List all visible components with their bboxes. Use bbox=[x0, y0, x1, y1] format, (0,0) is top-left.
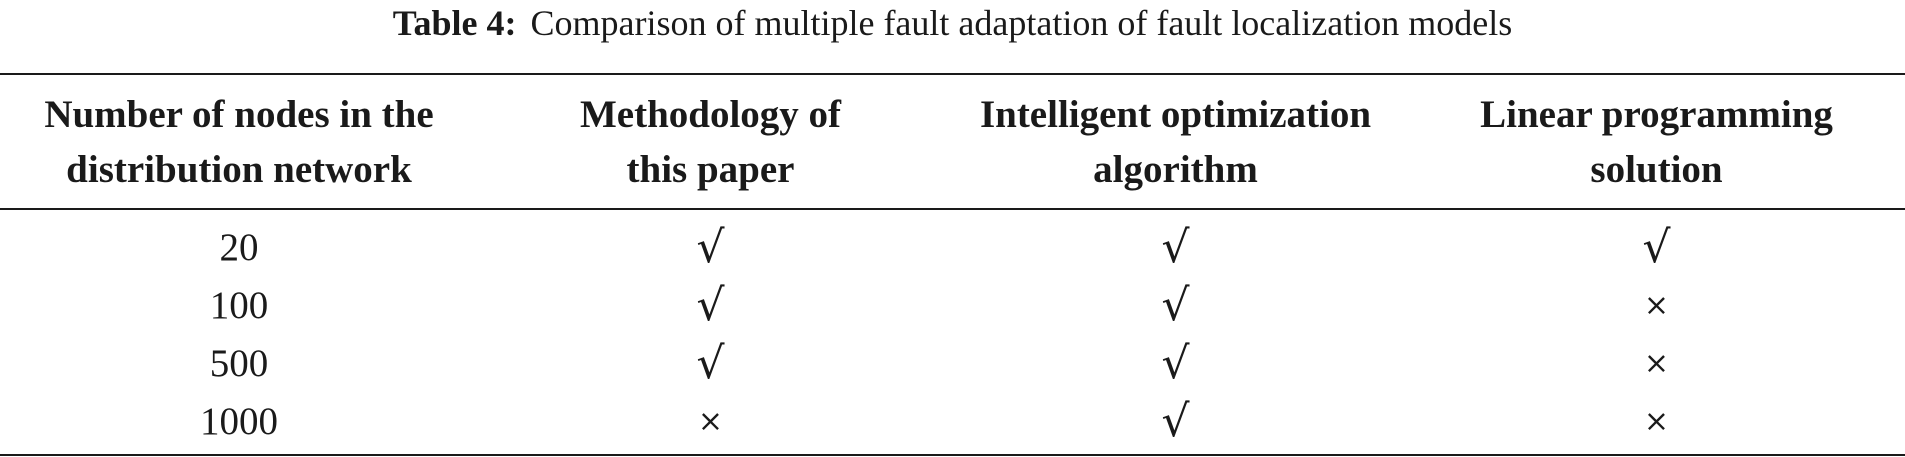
table-caption: Table 4: Comparison of multiple fault ad… bbox=[0, 0, 1905, 46]
table-header-row: Number of nodes in the distribution netw… bbox=[0, 74, 1905, 209]
header-linear-programming: Linear programming solution bbox=[1408, 74, 1905, 209]
cell-nodes: 500 bbox=[209, 341, 269, 385]
header-nodes: Number of nodes in the distribution netw… bbox=[0, 74, 478, 209]
header-this-paper: Methodology of this paper bbox=[478, 74, 943, 209]
cell-intelligent-optimization: √ bbox=[1161, 221, 1190, 273]
table-row: 20 √ √ √ bbox=[0, 209, 1905, 276]
table-caption-label: Table 4: bbox=[392, 3, 517, 43]
cell-linear-programming: √ bbox=[1642, 221, 1671, 273]
comparison-table: Number of nodes in the distribution netw… bbox=[0, 73, 1905, 456]
header-this-paper-line2: this paper bbox=[626, 147, 795, 191]
cell-linear-programming: × bbox=[1643, 345, 1670, 381]
header-nodes-line1: Number of nodes in the bbox=[44, 92, 434, 136]
cell-this-paper: √ bbox=[696, 221, 725, 273]
cell-intelligent-optimization: √ bbox=[1161, 279, 1190, 331]
cell-intelligent-optimization: √ bbox=[1161, 337, 1190, 389]
header-nodes-line2: distribution network bbox=[66, 147, 412, 191]
header-intelligent-optimization-line1: Intelligent optimization bbox=[979, 92, 1372, 136]
cell-this-paper: × bbox=[697, 403, 724, 439]
header-intelligent-optimization-line2: algorithm bbox=[1093, 147, 1258, 191]
cell-nodes: 100 bbox=[209, 283, 269, 327]
cell-nodes: 1000 bbox=[200, 399, 278, 443]
cell-this-paper: √ bbox=[696, 337, 725, 389]
cell-linear-programming: × bbox=[1643, 403, 1670, 439]
cell-this-paper: √ bbox=[696, 279, 725, 331]
cell-nodes: 20 bbox=[219, 225, 259, 269]
header-intelligent-optimization: Intelligent optimization algorithm bbox=[943, 74, 1408, 209]
table-caption-text: Comparison of multiple fault adaptation … bbox=[530, 3, 1513, 43]
header-this-paper-line1: Methodology of bbox=[579, 92, 842, 136]
header-linear-programming-line1: Linear programming bbox=[1480, 92, 1833, 136]
table-row: 1000 × √ × bbox=[0, 392, 1905, 455]
header-linear-programming-line2: solution bbox=[1590, 147, 1723, 191]
comparison-table-container: Number of nodes in the distribution netw… bbox=[0, 73, 1905, 456]
cell-intelligent-optimization: √ bbox=[1161, 395, 1190, 447]
table-row: 100 √ √ × bbox=[0, 276, 1905, 334]
table-row: 500 √ √ × bbox=[0, 334, 1905, 392]
cell-linear-programming: × bbox=[1643, 287, 1670, 323]
